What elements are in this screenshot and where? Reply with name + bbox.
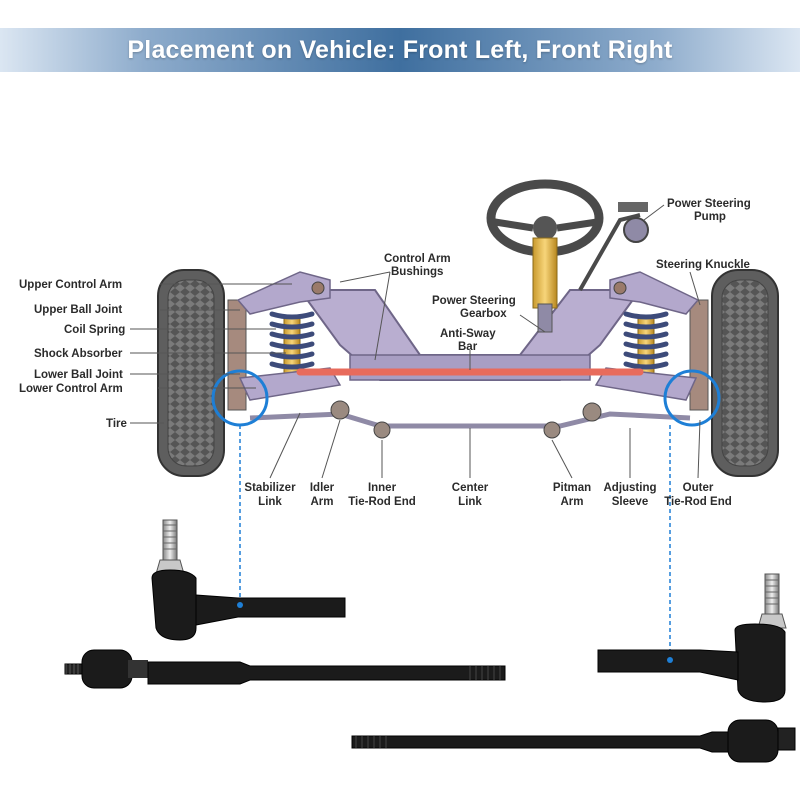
outer-tie-rod-end-left-product (151, 519, 346, 641)
label-shock-absorber: Shock Absorber (34, 348, 123, 360)
label-lower-ball-joint: Lower Ball Joint (34, 369, 123, 381)
upper-control-arm-right (609, 271, 700, 315)
tire-left (157, 269, 225, 477)
label-stabilizer-link-2: Link (258, 496, 282, 508)
label-inner-tie-rod-end-1: Inner (368, 482, 397, 494)
label-anti-sway-bar-1: Anti-Sway (440, 328, 496, 340)
label-control-arm-bushings-2: Bushings (391, 266, 443, 278)
inner-tie-rod-left-product (64, 649, 506, 689)
label-idler-arm-2: Arm (310, 496, 333, 508)
label-power-steering-pump-2: Pump (694, 211, 726, 223)
inner-tie-rod-right-product (351, 719, 796, 763)
control-arm-bushing-right (613, 281, 627, 295)
label-power-steering-gearbox-1: Power Steering (432, 295, 516, 307)
label-idler-arm-1: Idler (310, 482, 335, 494)
label-inner-tie-rod-end-2: Tie-Rod End (348, 496, 416, 508)
label-control-arm-bushings-1: Control Arm (384, 253, 451, 265)
label-steering-knuckle: Steering Knuckle (656, 259, 750, 271)
label-outer-tie-rod-end-2: Tie-Rod End (664, 496, 732, 508)
coil-spring-right (623, 311, 669, 375)
label-center-link-1: Center (452, 482, 489, 494)
label-lower-control-arm: Lower Control Arm (19, 383, 123, 395)
pitman-arm (543, 421, 561, 439)
highlight-circle-right (663, 369, 721, 427)
label-tire: Tire (106, 418, 127, 430)
inner-tie-rod-end (373, 421, 391, 439)
label-stabilizer-link-1: Stabilizer (244, 482, 296, 494)
label-outer-tie-rod-end-1: Outer (683, 482, 714, 494)
page-title: Placement on Vehicle: Front Left, Front … (127, 35, 673, 64)
label-adjusting-sleeve-2: Sleeve (612, 496, 648, 508)
label-pitman-arm-2: Arm (560, 496, 583, 508)
label-adjusting-sleeve-1: Adjusting (603, 482, 656, 494)
label-power-steering-gearbox-2: Gearbox (460, 308, 507, 320)
steering-knuckle-right (689, 299, 709, 411)
label-center-link-2: Link (458, 496, 482, 508)
steering-wheel (486, 179, 604, 333)
label-pitman-arm-1: Pitman (553, 482, 591, 494)
label-upper-ball-joint: Upper Ball Joint (34, 304, 122, 316)
label-anti-sway-bar-2: Bar (458, 341, 478, 353)
label-power-steering-pump-1: Power Steering (667, 198, 751, 210)
upper-control-arm-left (236, 271, 331, 315)
idler-arm (330, 400, 350, 420)
label-upper-control-arm: Upper Control Arm (19, 279, 122, 291)
steering-knuckle-left (227, 299, 247, 411)
label-coil-spring: Coil Spring (64, 324, 125, 336)
outer-tie-rod-end-right-product (597, 573, 787, 703)
title-banner: Placement on Vehicle: Front Left, Front … (0, 28, 800, 72)
tire-right (711, 269, 779, 477)
control-arm-bushing-left (311, 281, 325, 295)
adjusting-sleeve (582, 402, 602, 422)
power-steering-pump (578, 202, 649, 291)
coil-spring-left (269, 311, 315, 375)
center-link (249, 411, 691, 429)
leader-lines (130, 204, 701, 479)
